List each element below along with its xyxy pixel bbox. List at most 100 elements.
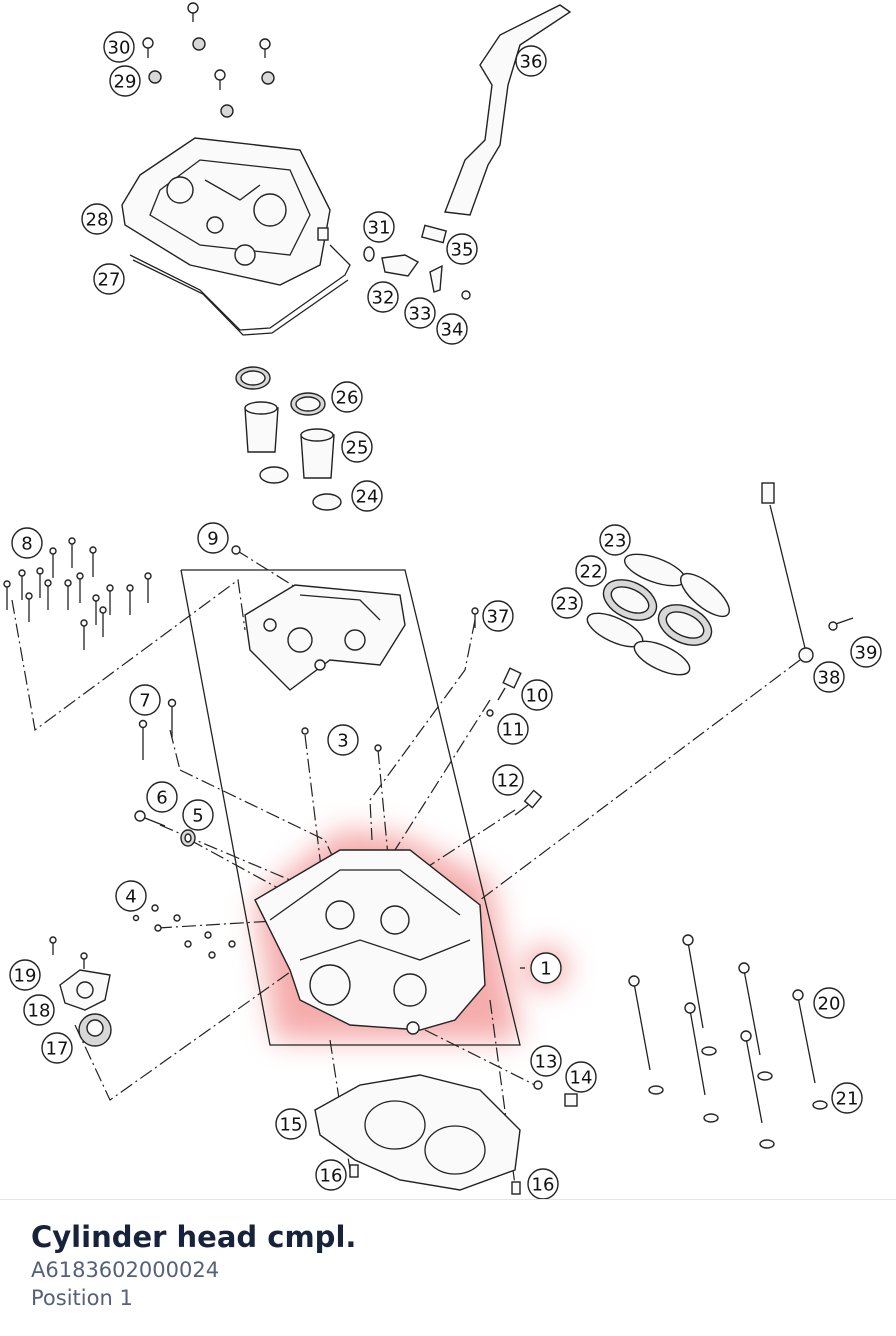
callout-circle <box>521 679 553 711</box>
callout-7[interactable]: 7 <box>129 684 161 716</box>
bolts-7[interactable] <box>138 698 177 761</box>
callout-number: 21 <box>836 1089 859 1110</box>
cover-bolts[interactable] <box>142 2 275 118</box>
callout-number: 32 <box>372 288 395 309</box>
callout-19[interactable]: 19 <box>9 959 41 991</box>
callout-9[interactable]: 9 <box>197 522 229 554</box>
callout-number: 35 <box>451 240 474 261</box>
callout-11[interactable]: 11 <box>497 713 529 745</box>
washer-11[interactable] <box>486 709 494 717</box>
callout-37[interactable]: 37 <box>482 600 514 632</box>
long-bolts-20[interactable] <box>628 934 816 1124</box>
part-title: Cylinder head cmpl. <box>31 1220 357 1254</box>
callout-number: 13 <box>535 1052 558 1073</box>
callout-36[interactable]: 36 <box>515 45 547 77</box>
callout-17[interactable]: 17 <box>41 1032 73 1064</box>
callout-number: 3 <box>337 731 348 752</box>
plugs-4[interactable] <box>132 904 236 959</box>
sensor-cable-38[interactable] <box>761 482 814 663</box>
sensor-12[interactable] <box>514 789 543 816</box>
callout-number: 9 <box>207 529 218 550</box>
callout-18[interactable]: 18 <box>23 994 55 1026</box>
camshaft-carrier[interactable] <box>231 545 406 691</box>
head-bolts-group[interactable] <box>3 537 152 650</box>
callout-circle <box>103 31 135 63</box>
callout-29[interactable]: 29 <box>109 65 141 97</box>
callout-circle <box>327 724 359 756</box>
callout-28[interactable]: 28 <box>81 203 113 235</box>
valve-cover-gasket[interactable] <box>129 244 351 336</box>
callout-number: 26 <box>336 388 359 409</box>
callout-23[interactable]: 23 <box>599 524 631 556</box>
callout-38[interactable]: 38 <box>813 661 845 693</box>
valve-cover[interactable] <box>121 137 331 286</box>
callout-32[interactable]: 32 <box>367 281 399 313</box>
spark-plug-tubes[interactable] <box>235 366 342 511</box>
callout-24[interactable]: 24 <box>351 480 383 512</box>
callout-circle <box>9 959 41 991</box>
bolt-6[interactable] <box>134 810 166 827</box>
callout-14[interactable]: 14 <box>565 1061 597 1093</box>
callout-circle <box>11 527 43 559</box>
callout-circle <box>492 764 524 796</box>
breather-fitting[interactable] <box>363 246 471 300</box>
callout-15[interactable]: 15 <box>275 1108 307 1140</box>
callout-circle <box>436 313 468 345</box>
callout-26[interactable]: 26 <box>331 381 363 413</box>
intake-boots[interactable] <box>597 572 718 653</box>
callout-31[interactable]: 31 <box>363 211 395 243</box>
screws-3[interactable] <box>301 727 382 752</box>
callout-3[interactable]: 3 <box>327 724 359 756</box>
callout-number: 30 <box>108 38 131 59</box>
sensor-10[interactable] <box>497 667 522 701</box>
callout-1[interactable]: 1 <box>530 952 562 984</box>
washers-21[interactable] <box>648 1046 828 1149</box>
callout-10[interactable]: 10 <box>521 679 553 711</box>
head-gasket[interactable] <box>314 1074 521 1191</box>
callout-number: 17 <box>46 1039 69 1060</box>
callout-number: 34 <box>441 320 464 341</box>
callout-5[interactable]: 5 <box>182 799 214 831</box>
screw-39[interactable] <box>828 617 854 631</box>
callout-22[interactable]: 22 <box>575 555 607 587</box>
callout-circle <box>497 713 529 745</box>
callout-27[interactable]: 27 <box>93 263 125 295</box>
callout-35[interactable]: 35 <box>446 233 478 265</box>
callout-number: 16 <box>532 1175 555 1196</box>
callout-circle <box>363 211 395 243</box>
callout-number: 16 <box>320 1166 343 1187</box>
callout-13[interactable]: 13 <box>530 1045 562 1077</box>
screw-37[interactable] <box>471 607 479 628</box>
callout-number: 33 <box>409 304 432 325</box>
callout-20[interactable]: 20 <box>813 987 845 1019</box>
callout-12[interactable]: 12 <box>492 764 524 796</box>
callout-30[interactable]: 30 <box>103 31 135 63</box>
plug-13-14[interactable] <box>533 1080 578 1107</box>
callout-23[interactable]: 23 <box>551 587 583 619</box>
callout-number: 6 <box>156 788 167 809</box>
callout-16[interactable]: 16 <box>315 1159 347 1191</box>
cylinder-head[interactable] <box>254 849 486 1035</box>
callout-6[interactable]: 6 <box>146 781 178 813</box>
callout-33[interactable]: 33 <box>404 297 436 329</box>
callout-16[interactable]: 16 <box>527 1168 559 1200</box>
callout-circle <box>530 1045 562 1077</box>
part-info-footer: Cylinder head cmpl. A6183602000024 Posit… <box>0 1199 896 1336</box>
callout-circle <box>530 952 562 984</box>
callout-39[interactable]: 39 <box>850 636 882 668</box>
callout-34[interactable]: 34 <box>436 313 468 345</box>
callout-21[interactable]: 21 <box>831 1082 863 1114</box>
intake-clamps[interactable] <box>583 548 736 682</box>
dowels-16[interactable] <box>349 1164 521 1195</box>
callout-circle <box>575 555 607 587</box>
callout-circle <box>831 1082 863 1114</box>
callout-4[interactable]: 4 <box>115 880 147 912</box>
breather-hose[interactable] <box>420 4 572 244</box>
callout-8[interactable]: 8 <box>11 527 43 559</box>
callout-25[interactable]: 25 <box>341 431 373 463</box>
callout-number: 28 <box>86 210 109 231</box>
seal-5[interactable] <box>180 829 196 847</box>
callout-circle <box>850 636 882 668</box>
thermostat-group[interactable] <box>49 936 112 1047</box>
